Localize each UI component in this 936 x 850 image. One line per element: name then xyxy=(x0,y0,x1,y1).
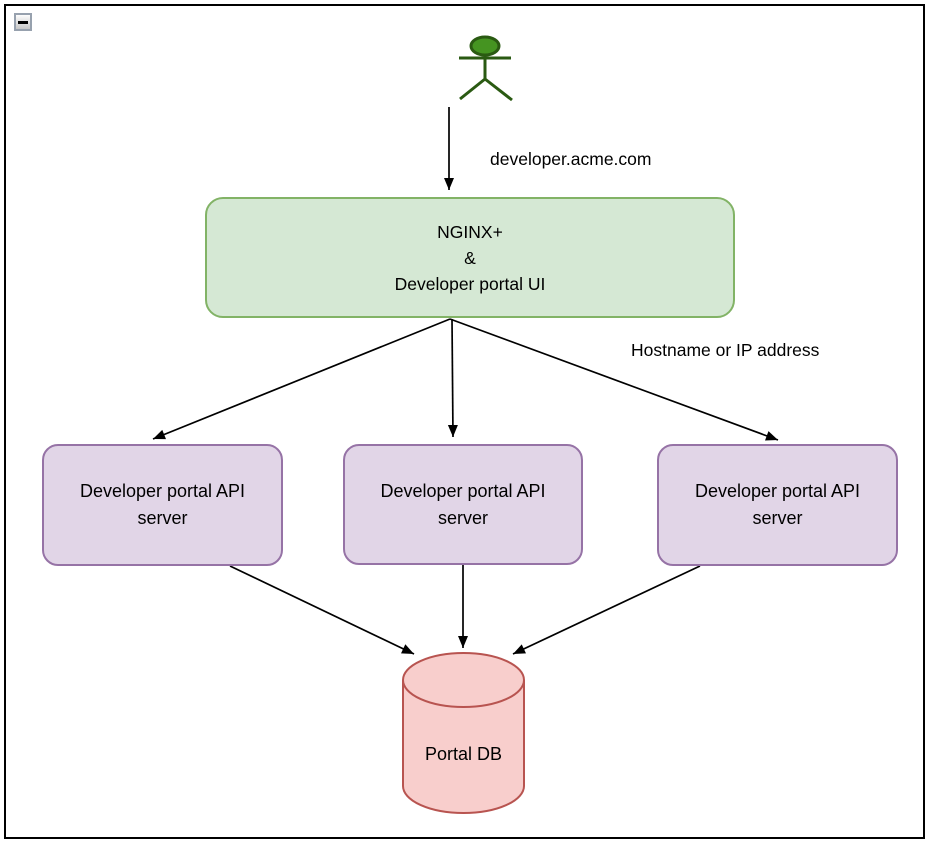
edge-gateway-to-api-left[interactable] xyxy=(152,318,451,440)
collapse-button[interactable] xyxy=(14,13,32,31)
edge-api-left-to-db[interactable] xyxy=(229,565,415,655)
gateway-line-2: & xyxy=(464,247,476,268)
user-actor-icon[interactable] xyxy=(459,35,513,102)
api-server-node-2[interactable]: Developer portal API server xyxy=(343,444,583,565)
edge-api-right-to-db[interactable] xyxy=(512,565,701,655)
edge-label-routing-hint: Hostname or IP address xyxy=(631,340,820,360)
minus-icon xyxy=(18,20,28,24)
database-label: Portal DB xyxy=(424,744,503,764)
edge-gateway-to-api-mid[interactable] xyxy=(447,318,458,438)
api-server-label: Developer portal API server xyxy=(694,481,861,528)
edge-gateway-to-api-right[interactable] xyxy=(449,318,779,441)
gateway-line-3: Developer portal UI xyxy=(394,273,546,294)
api-server-node-3[interactable]: Developer portal API server xyxy=(657,444,898,566)
database-cylinder[interactable] xyxy=(402,652,525,814)
edge-label-request-url: developer.acme.com xyxy=(490,149,652,169)
api-server-label: Developer portal API server xyxy=(79,481,246,528)
gateway-line-1: NGINX+ xyxy=(437,221,503,242)
api-server-label: Developer portal API server xyxy=(380,480,546,528)
gateway-node[interactable]: NGINX+ & Developer portal UI xyxy=(205,197,735,318)
api-server-node-1[interactable]: Developer portal API server xyxy=(42,444,283,566)
